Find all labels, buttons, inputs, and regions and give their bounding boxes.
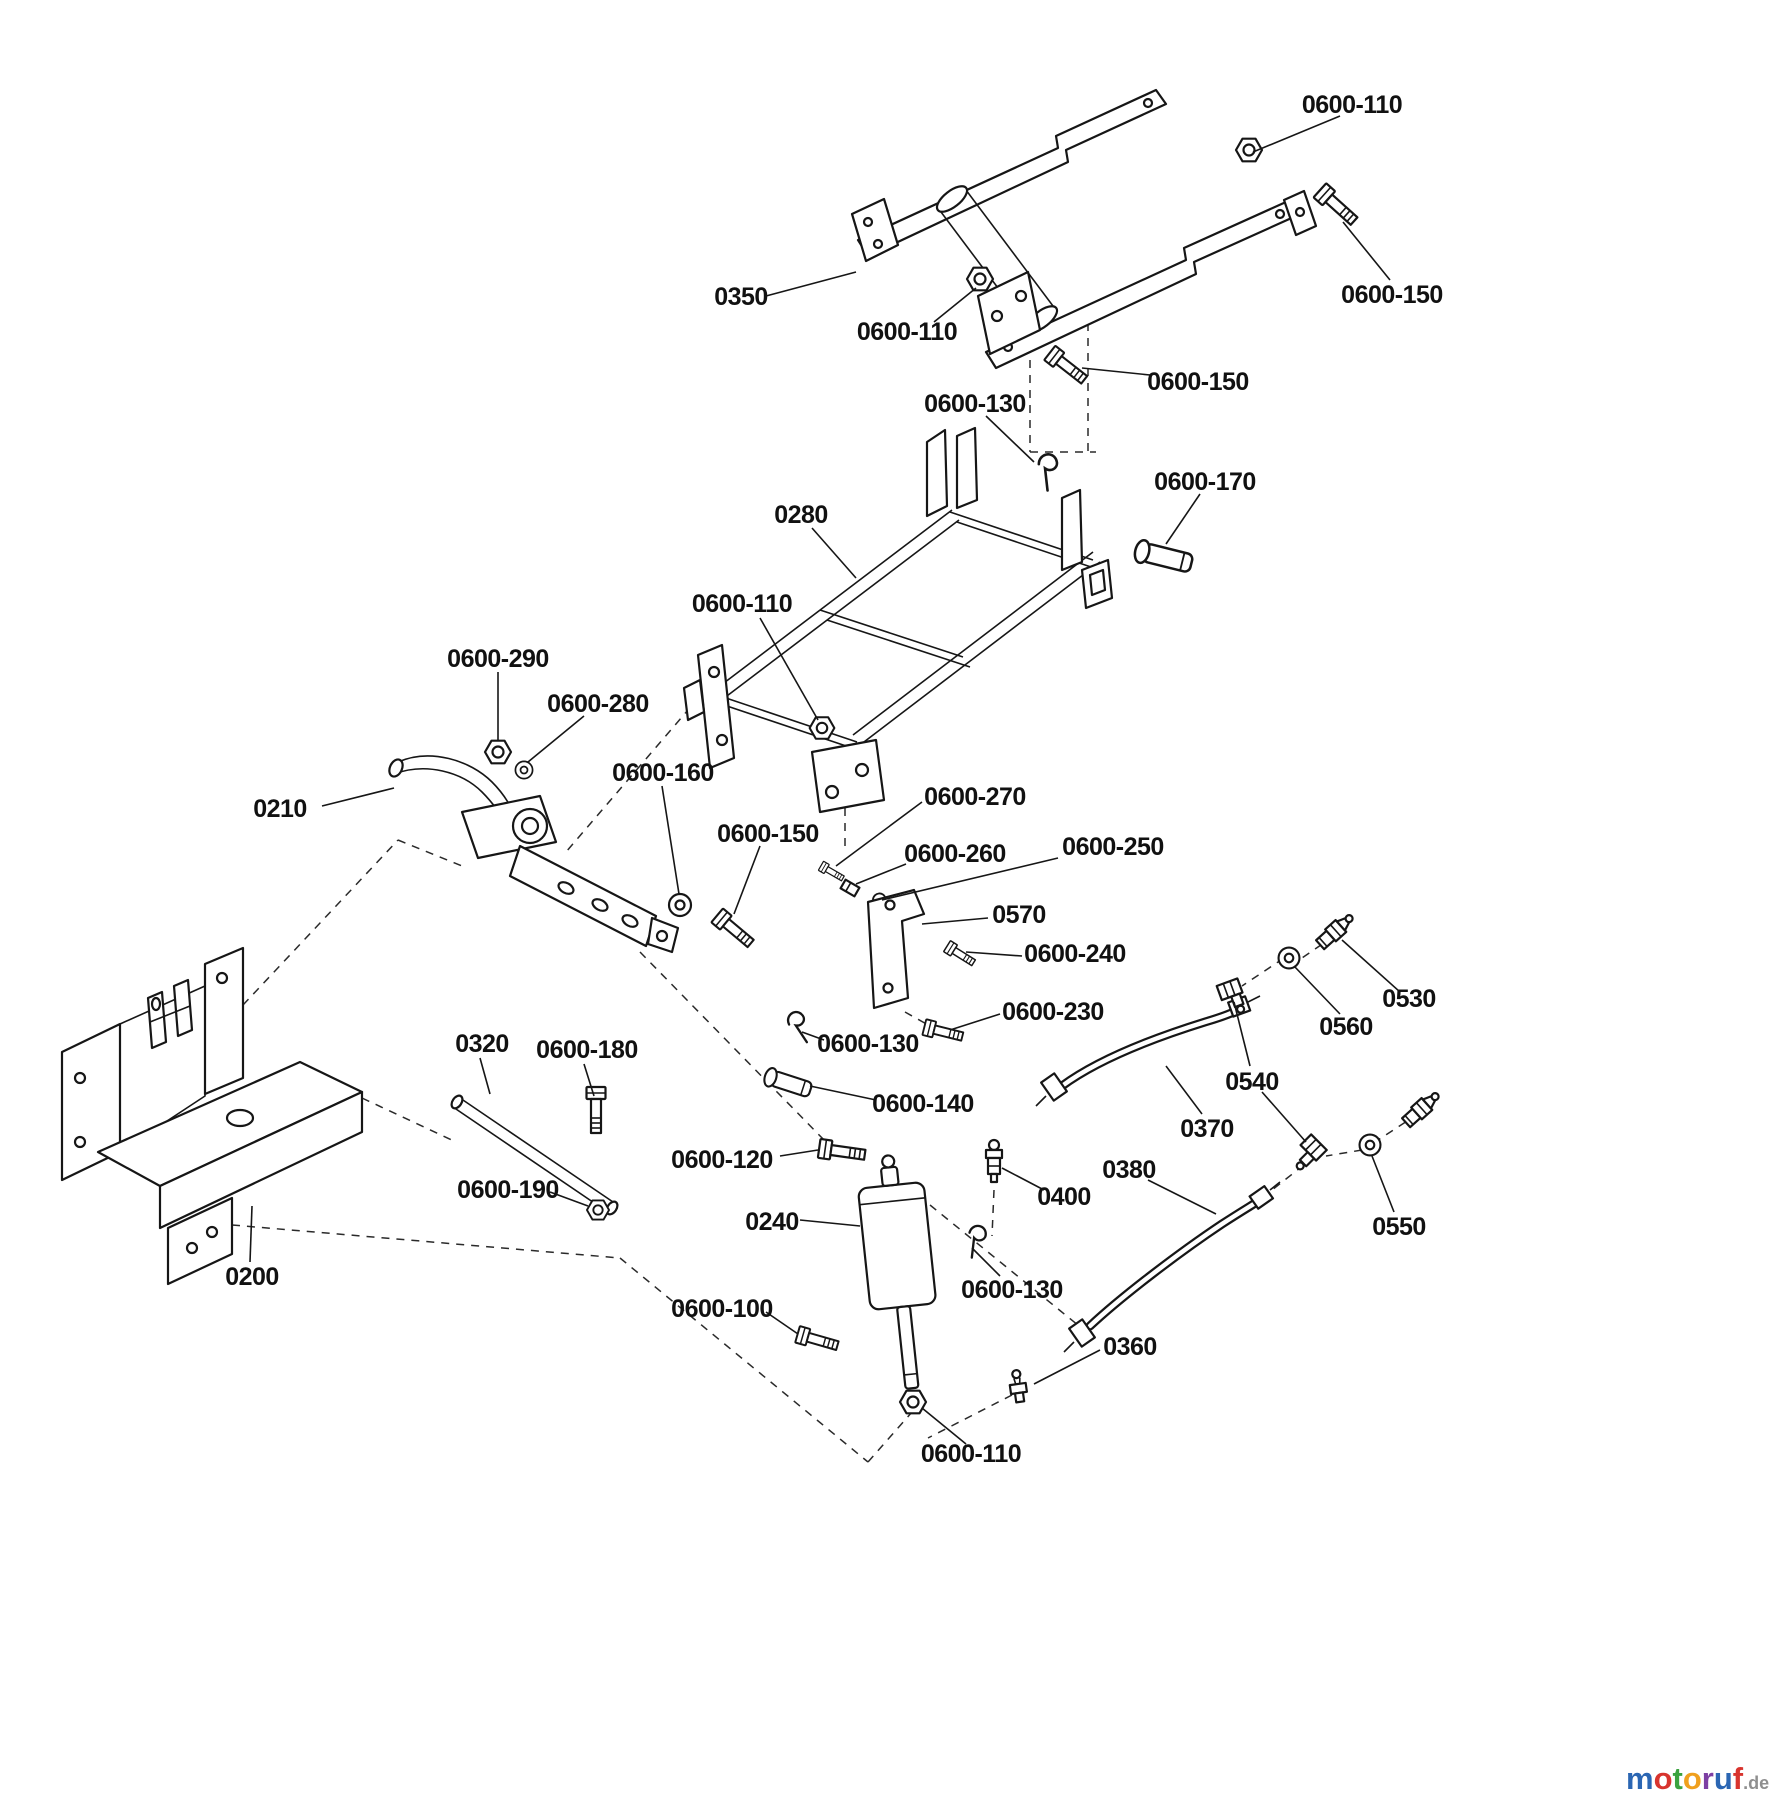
part-label-0320: 0320	[455, 1030, 509, 1058]
part-label-0600-140: 0600-140	[872, 1090, 974, 1118]
washer-0560	[1277, 946, 1301, 970]
bracket-0570	[866, 888, 926, 1010]
part-label-0210: 0210	[253, 795, 307, 823]
part-label-0600-280: 0600-280	[547, 690, 649, 718]
rod-0320	[450, 1094, 619, 1216]
bolt-0600-270	[817, 860, 847, 884]
logo-letter[interactable]: t	[1673, 1761, 1683, 1796]
straight-fitting-0550-mate	[1399, 1087, 1445, 1130]
part-label-0600-260: 0600-260	[904, 840, 1006, 868]
logo-letter[interactable]: o	[1683, 1761, 1702, 1796]
bolt-0600-120	[816, 1137, 868, 1166]
cotter-pin-0600-130-top	[1032, 451, 1060, 493]
nut-0600-290	[483, 739, 513, 765]
part-label-0600-110-d: 0600-110	[921, 1440, 1021, 1468]
motoruf-logo[interactable]: motoruf.de	[1626, 1761, 1769, 1796]
bolt-0600-150-lever	[710, 907, 758, 952]
part-label-0600-160: 0600-160	[612, 759, 714, 787]
lift-lever-0210	[388, 755, 680, 954]
bolt-0600-150-mid	[1043, 344, 1091, 388]
part-label-0600-150-c: 0600-150	[717, 820, 819, 848]
part-label-0600-170: 0600-170	[1154, 468, 1256, 496]
cotter-pin-0600-130-mid	[784, 1009, 812, 1047]
nut-0600-110-frame	[965, 266, 995, 292]
part-label-0280: 0280	[774, 501, 828, 529]
part-label-0600-120: 0600-120	[671, 1146, 773, 1174]
part-label-0600-150-a: 0600-150	[1341, 281, 1443, 309]
hydraulic-hose-0380	[1063, 1181, 1281, 1353]
mount-box-0200	[60, 946, 364, 1286]
pin-0600-170	[1131, 537, 1196, 577]
upper-mount-frame-0350	[850, 88, 1318, 370]
washer-0600-160	[667, 892, 693, 918]
washer-0550	[1358, 1133, 1382, 1157]
valve-fitting-0400	[984, 1138, 1004, 1184]
logo-suffix[interactable]: .de	[1743, 1773, 1769, 1793]
bolt-0600-240	[942, 939, 978, 969]
hydraulic-hose-0370	[1035, 995, 1261, 1107]
part-label-0600-110-c: 0600-110	[692, 590, 792, 618]
part-label-0530: 0530	[1382, 985, 1436, 1013]
bolt-0600-180	[585, 1085, 607, 1135]
bolt-0600-100	[794, 1325, 841, 1355]
nut-0600-110-cylinder	[898, 1389, 928, 1415]
washer-0600-280	[514, 760, 534, 780]
part-label-0600-290: 0600-290	[447, 645, 549, 673]
spacer-0600-260	[839, 878, 861, 898]
part-label-0600-130-c: 0600-130	[961, 1276, 1063, 1304]
part-label-0360: 0360	[1103, 1333, 1157, 1361]
part-label-0550: 0550	[1372, 1213, 1426, 1241]
part-label-0370: 0370	[1180, 1115, 1234, 1143]
part-label-0570: 0570	[992, 901, 1046, 929]
label-leader-lines	[249, 115, 1401, 1445]
part-label-0600-100: 0600-100	[671, 1295, 773, 1323]
part-label-0600-150-b: 0600-150	[1147, 368, 1249, 396]
part-label-0600-240: 0600-240	[1024, 940, 1126, 968]
part-label-0600-180: 0600-180	[536, 1036, 638, 1064]
nut-0600-110-carrier	[808, 716, 836, 740]
cotter-pin-0600-130-cylinder	[959, 1221, 990, 1261]
bolt-0600-150-top-right	[1312, 182, 1362, 230]
part-label-0600-270: 0600-270	[924, 783, 1026, 811]
part-label-0540: 0540	[1225, 1068, 1279, 1096]
part-label-0600-110-a: 0600-110	[1302, 91, 1402, 119]
straight-fitting-0530	[1313, 909, 1359, 952]
part-label-0600-130-a: 0600-130	[924, 390, 1026, 418]
logo-letter[interactable]: m	[1626, 1761, 1654, 1796]
logo-letter[interactable]: f	[1733, 1761, 1744, 1796]
part-label-0380: 0380	[1102, 1156, 1156, 1184]
part-label-0600-190: 0600-190	[457, 1176, 559, 1204]
carrier-frame-0280	[682, 426, 1114, 814]
logo-letter[interactable]: r	[1702, 1761, 1714, 1796]
logo-letter[interactable]: o	[1654, 1761, 1673, 1796]
part-label-0350: 0350	[714, 283, 768, 311]
part-label-0600-230: 0600-230	[1002, 998, 1104, 1026]
part-label-0600-250: 0600-250	[1062, 833, 1164, 861]
logo-letter[interactable]: u	[1714, 1761, 1733, 1796]
part-label-0200: 0200	[225, 1263, 279, 1291]
part-label-0600-130-b: 0600-130	[817, 1030, 919, 1058]
grease-fitting-0360	[1008, 1369, 1028, 1404]
bolt-0600-230	[921, 1018, 966, 1046]
clevis-pin-0600-140	[761, 1065, 815, 1101]
part-label-0560: 0560	[1319, 1013, 1373, 1041]
part-label-0400: 0400	[1037, 1183, 1091, 1211]
lift-cylinder-0240	[857, 1154, 937, 1390]
part-label-0600-110-b: 0600-110	[857, 318, 957, 346]
elbow-fitting-0540-lower	[1286, 1133, 1328, 1175]
part-label-0240: 0240	[745, 1208, 799, 1236]
nut-0600-190	[586, 1199, 610, 1221]
